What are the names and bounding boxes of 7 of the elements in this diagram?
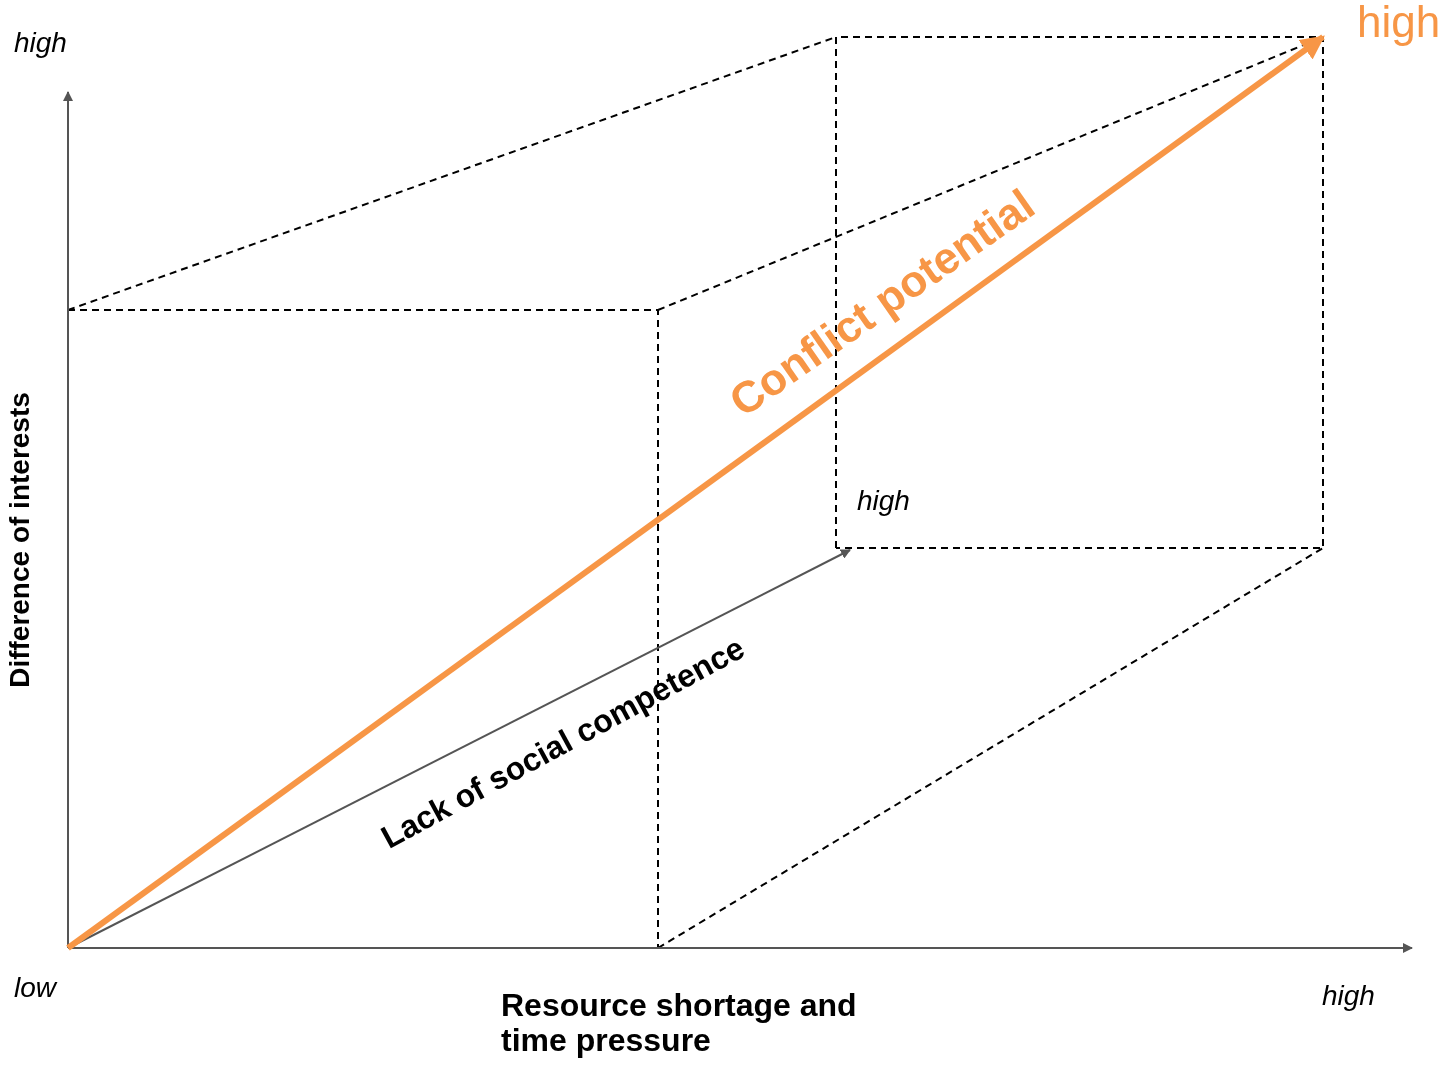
- scale-label: high: [857, 486, 910, 517]
- scale-label: high: [14, 28, 67, 59]
- scale-label: high: [1322, 981, 1375, 1012]
- scale-label: high: [1357, 0, 1441, 47]
- axis-label: Resource shortage and time pressure: [501, 988, 858, 1059]
- scale-label: low: [14, 973, 56, 1004]
- axis-label: Difference of interests: [4, 392, 36, 688]
